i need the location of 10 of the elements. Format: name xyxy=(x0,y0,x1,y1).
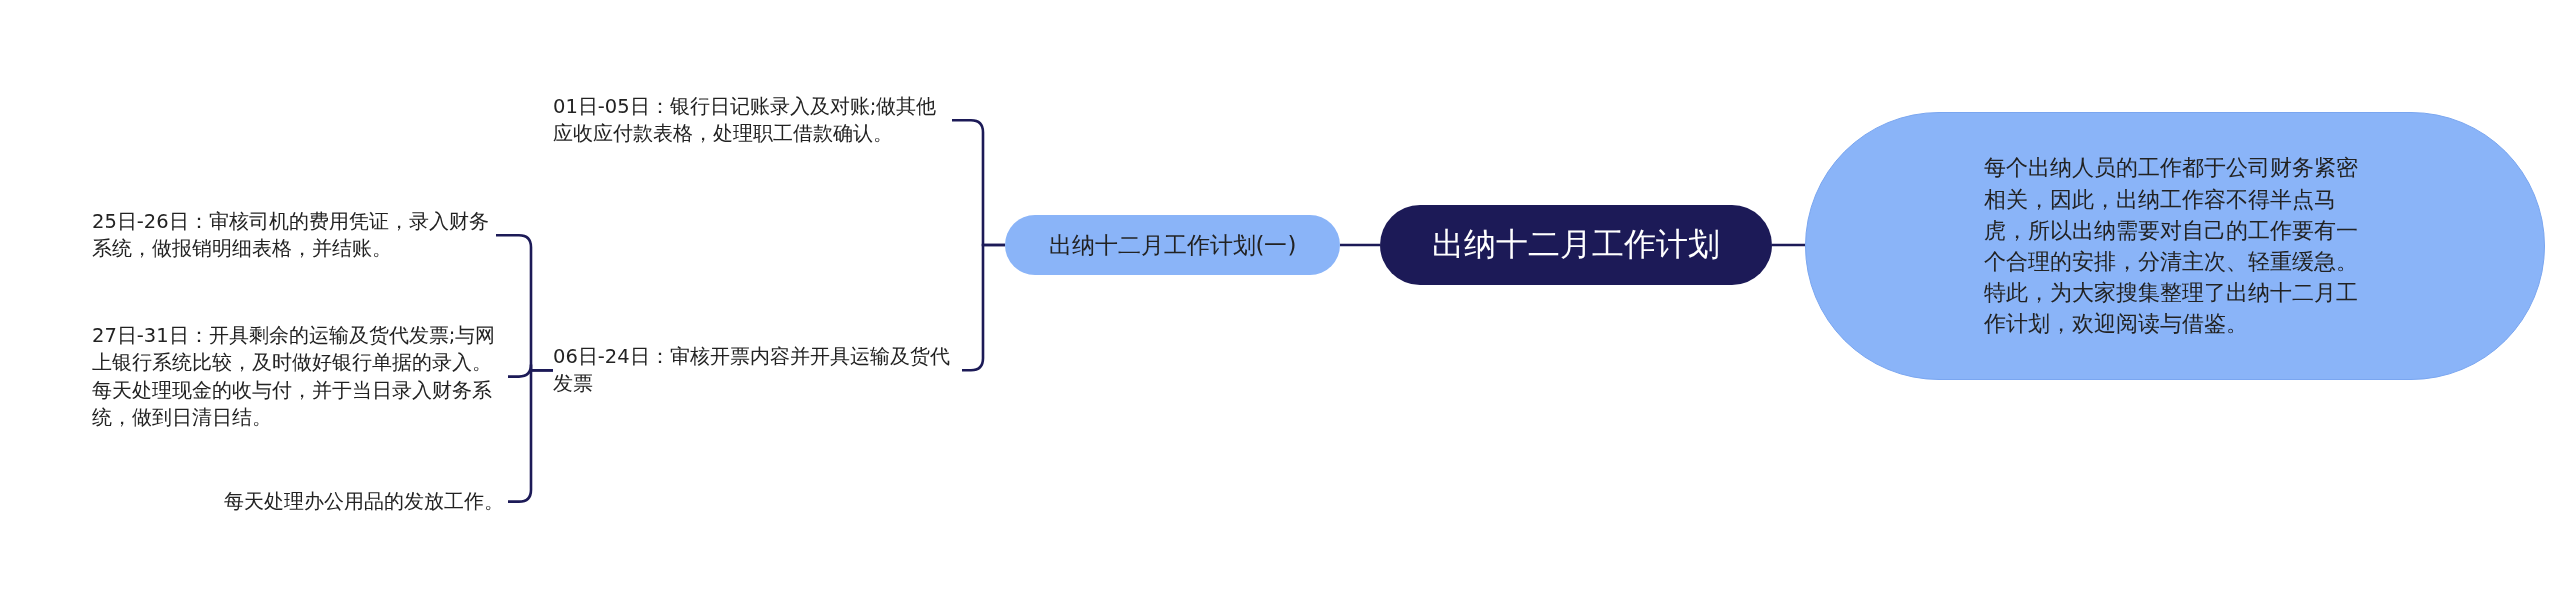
central-topic: 出纳十二月工作计划 xyxy=(1380,205,1772,285)
connector-line xyxy=(1340,243,1380,247)
leaf-text: 每天处理办公用品的发放工作。 xyxy=(92,488,504,516)
leaf-text: 01日-05日：银行日记账录入及对账;做其他应收应付款表格，处理职工借款确认。 xyxy=(553,93,948,148)
connector-line xyxy=(1772,243,1805,247)
leaf-text: 25日-26日：审核司机的费用凭证，录入财务系统，做报销明细表格，并结账。 xyxy=(92,208,492,263)
leaf-text: 06日-24日：审核开票内容并开具运输及货代发票 xyxy=(553,343,958,398)
summary-bubble: 每个出纳人员的工作都于公司财务紧密相关，因此，出纳工作容不得半点马虎，所以出纳需要对自己的工作要有一个合理的安排，分清主次、轻重缓急。特此，为大家搜集整理了出纳十二月工作计划，欢迎阅读与借鉴。 xyxy=(1805,112,2545,380)
leaf-text: 27日-31日：开具剩余的运输及货代发票;与网上银行系统比较，及时做好银行单据的录入。每天处理现金的收与付，并于当日录入财务系统，做到日清日结。 xyxy=(92,322,504,432)
branch-topic: 出纳十二月工作计划(一) xyxy=(1005,215,1340,275)
